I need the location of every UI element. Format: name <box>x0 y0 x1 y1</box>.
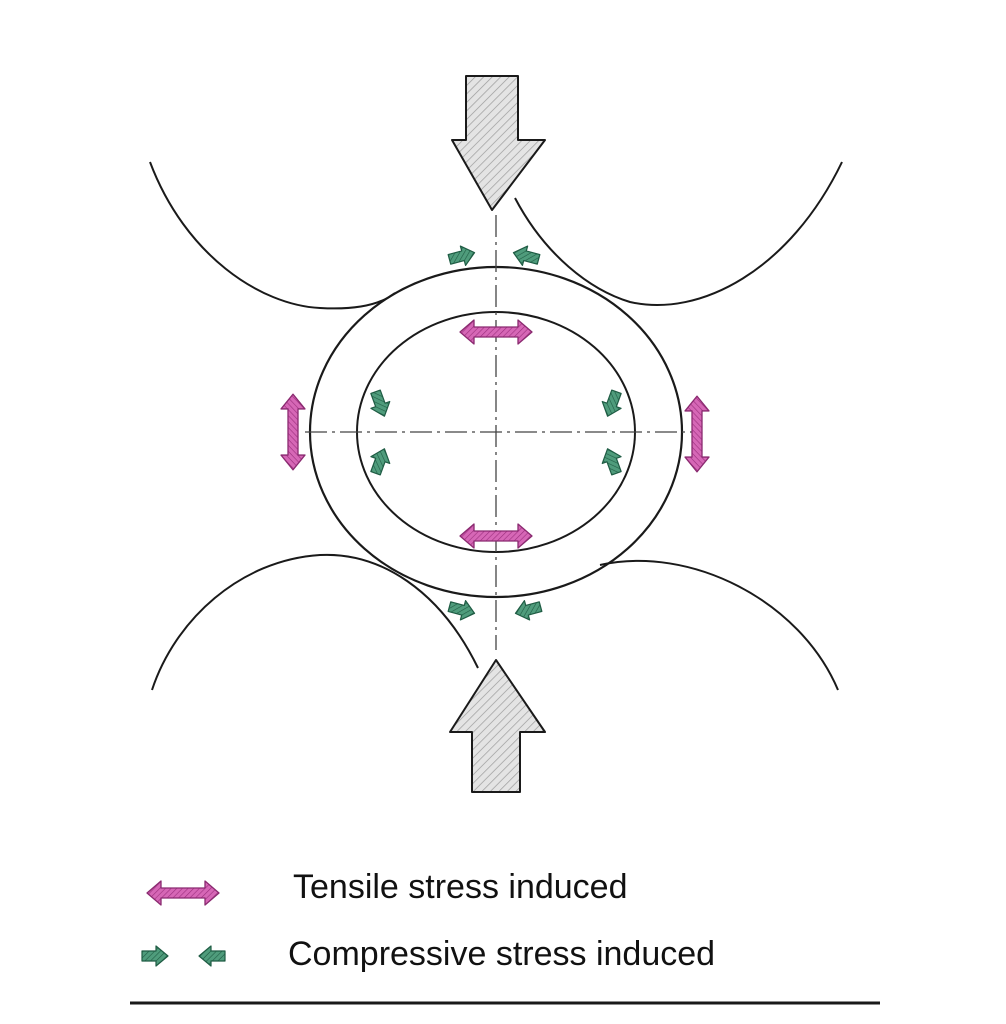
legend-tensile-label: Tensile stress induced <box>293 868 628 906</box>
upper-roller-left-arc <box>149 161 396 310</box>
tensile-arrow-outer-right <box>684 395 710 473</box>
legend-compressive-label: Compressive stress induced <box>288 935 716 973</box>
bottom-load-arrow <box>449 659 546 793</box>
legend-tensile-symbol <box>146 880 220 906</box>
compressive-arrow-inner-left-upper <box>365 387 395 421</box>
compressive-arrow-inner-right-lower <box>597 444 627 478</box>
compressive-arrow-top-right <box>510 242 542 270</box>
compressive-arrow-top-left <box>446 242 478 270</box>
lower-roller-left-arc <box>151 553 479 691</box>
upper-roller-right-arc <box>514 161 843 306</box>
legend-compressive-symbol-right <box>141 945 169 967</box>
compressive-arrow-bottom-left <box>446 596 478 624</box>
legend-compressive-symbol-left <box>198 945 226 967</box>
top-load-arrow <box>451 75 546 211</box>
tensile-arrow-outer-left <box>280 393 306 471</box>
compressive-arrow-bottom-right <box>512 596 544 624</box>
compressive-arrow-inner-right-upper <box>597 387 627 421</box>
compressive-arrow-inner-left-lower <box>365 444 395 478</box>
lower-roller-right-arc <box>599 560 839 691</box>
